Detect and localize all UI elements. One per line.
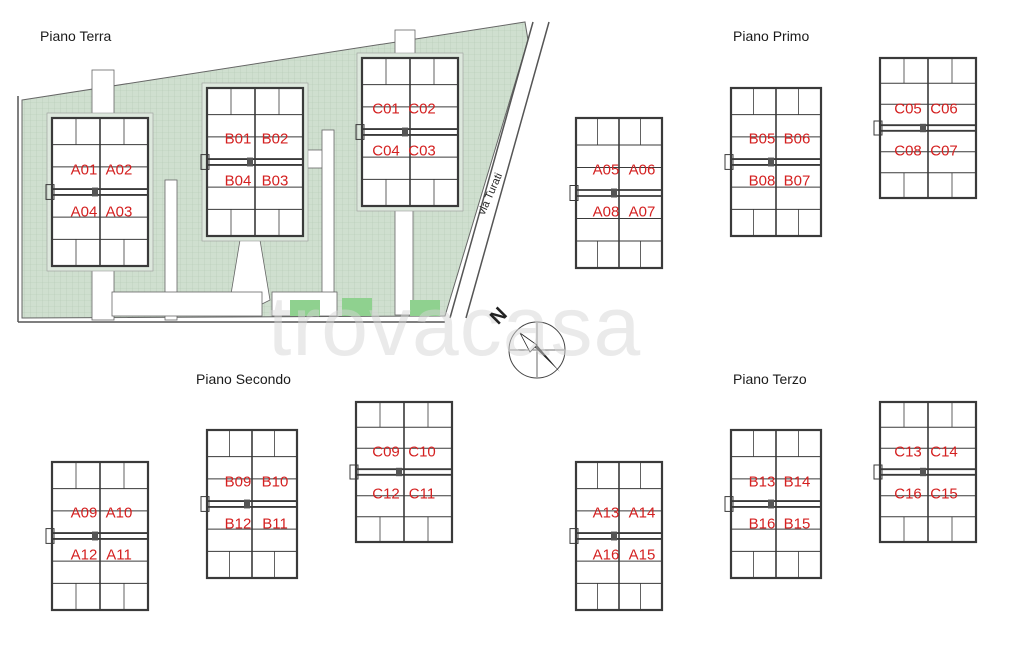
road-edge-1 bbox=[449, 21, 534, 319]
unit-label: B03 bbox=[261, 172, 289, 190]
unit-label: A15 bbox=[628, 546, 656, 564]
unit-label: C03 bbox=[408, 142, 436, 160]
title-piano-secondo: Piano Secondo bbox=[196, 371, 291, 387]
unit-label: A10 bbox=[105, 504, 133, 522]
unit-label: A11 bbox=[106, 546, 132, 564]
unit-label: A07 bbox=[628, 203, 656, 221]
unit-label: A12 bbox=[70, 546, 98, 564]
unit-label: C12 bbox=[372, 485, 400, 503]
walkway-vert bbox=[321, 129, 335, 301]
driveway bbox=[164, 179, 178, 321]
unit-label: A14 bbox=[628, 504, 656, 522]
block-b-ground bbox=[200, 82, 309, 242]
compass-needle-light bbox=[519, 332, 538, 353]
unit-label: C14 bbox=[930, 443, 958, 461]
unit-label: C04 bbox=[372, 142, 400, 160]
unit-label: A13 bbox=[592, 504, 620, 522]
unit-label: C10 bbox=[408, 443, 436, 461]
lawn-2 bbox=[342, 298, 372, 316]
unit-label: B05 bbox=[748, 130, 776, 148]
unit-label: B11 bbox=[262, 515, 288, 533]
watermark: trovacasa bbox=[268, 279, 642, 373]
unit-label: B16 bbox=[748, 515, 776, 533]
unit-label: A08 bbox=[592, 203, 620, 221]
entrance-plaza bbox=[111, 291, 263, 317]
unit-label: C02 bbox=[408, 100, 436, 118]
unit-label: A06 bbox=[628, 161, 656, 179]
unit-label: B15 bbox=[783, 515, 811, 533]
unit-label: C09 bbox=[372, 443, 400, 461]
unit-label: C07 bbox=[930, 142, 958, 160]
unit-label: B06 bbox=[783, 130, 811, 148]
unit-label: C13 bbox=[894, 443, 922, 461]
title-piano-terzo: Piano Terzo bbox=[733, 371, 807, 387]
unit-label: C15 bbox=[930, 485, 958, 503]
unit-label: B09 bbox=[224, 473, 252, 491]
unit-label: A09 bbox=[70, 504, 98, 522]
unit-label: B13 bbox=[748, 473, 776, 491]
block-b-third bbox=[724, 428, 823, 580]
compass-ring bbox=[508, 321, 566, 379]
block-c-ground bbox=[355, 52, 464, 212]
unit-label: B04 bbox=[224, 172, 252, 190]
title-piano-terra: Piano Terra bbox=[40, 28, 112, 44]
unit-label: A02 bbox=[105, 161, 133, 179]
building-blocks bbox=[45, 52, 978, 612]
path-a bbox=[91, 69, 115, 119]
block-b-first bbox=[724, 86, 823, 238]
block-a-third bbox=[569, 460, 664, 612]
unit-label: B12 bbox=[224, 515, 252, 533]
block-a-ground bbox=[45, 112, 154, 272]
unit-label: B10 bbox=[261, 473, 289, 491]
unit-label: A05 bbox=[592, 161, 620, 179]
road-edge-2 bbox=[465, 21, 550, 319]
block-c-third bbox=[873, 400, 978, 544]
unit-label: B14 bbox=[783, 473, 811, 491]
unit-label: C06 bbox=[930, 100, 958, 118]
block-a-first bbox=[569, 116, 664, 270]
unit-label: C11 bbox=[408, 485, 436, 503]
unit-label: C01 bbox=[372, 100, 400, 118]
lawn-1 bbox=[290, 300, 320, 316]
unit-label: B07 bbox=[783, 172, 811, 190]
block-c-first bbox=[873, 56, 978, 200]
unit-label: A04 bbox=[70, 203, 98, 221]
unit-label: B02 bbox=[261, 130, 289, 148]
block-c-second bbox=[349, 400, 454, 544]
unit-label: C08 bbox=[894, 142, 922, 160]
block-a-second bbox=[45, 460, 150, 612]
unit-label: C16 bbox=[894, 485, 922, 503]
title-piano-primo: Piano Primo bbox=[733, 28, 810, 44]
block-b-second bbox=[200, 428, 299, 580]
path-a-south bbox=[91, 264, 115, 321]
unit-label: B08 bbox=[748, 172, 776, 190]
unit-label: B01 bbox=[224, 130, 252, 148]
lawn-3 bbox=[410, 300, 440, 316]
unit-label: A01 bbox=[70, 161, 98, 179]
unit-label: C05 bbox=[894, 100, 922, 118]
unit-label: A03 bbox=[105, 203, 133, 221]
unit-label: A16 bbox=[592, 546, 620, 564]
